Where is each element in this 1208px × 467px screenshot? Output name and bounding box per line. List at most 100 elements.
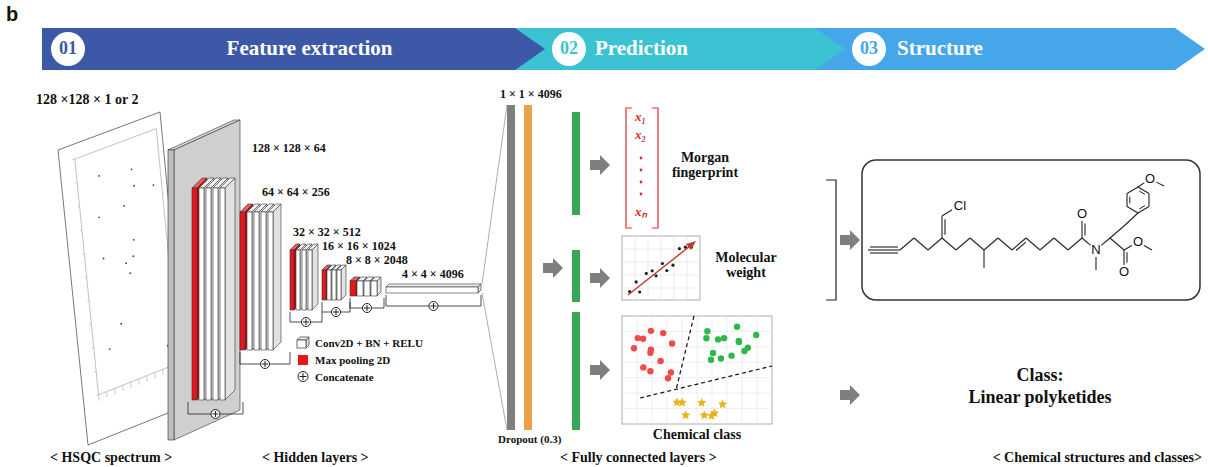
conv-layer [364,281,370,296]
scatter-plot [622,236,700,300]
concatenate-symbol [363,304,372,313]
chemical-bond [983,250,984,268]
atom-label: O [1145,172,1155,186]
data-point [651,269,654,272]
peak-dot [120,323,122,325]
peak-dot [98,216,100,218]
axis-tick [73,159,75,161]
chemical-bond [1156,182,1164,186]
legend: Conv2D + BN + RELUMax pooling 2DConcaten… [296,334,423,385]
conv-layer [220,188,225,400]
concatenate-symbol [302,318,311,327]
concatenate-symbol [367,305,368,311]
class-point [708,412,716,420]
axis-tick [122,385,124,391]
vector-element: xₙ [635,205,647,219]
stage-banner: 02Prediction [515,28,847,70]
conv-layer [254,212,259,350]
section-caption: < Hidden layers > [262,450,369,465]
chemical-bond [998,238,1012,250]
molecule-box [862,160,1200,300]
grid-line [648,236,649,300]
class-point [719,400,727,408]
grid-line [622,377,772,378]
chemical-bond [900,238,914,250]
stage-number: 03 [860,39,878,59]
peak-dot [132,255,134,257]
axis-tick [89,324,91,326]
output-name: Morgan fingerprint [662,150,748,181]
output-name: Molecular weight [705,250,787,281]
legend-swatch [296,353,310,366]
class-point [640,364,646,370]
conv-layer [327,270,331,300]
aromatic-bond [1139,191,1145,194]
chemical-bond [944,219,945,234]
grid-line [674,236,675,300]
zoom-line [482,105,507,284]
spectrum-sheet [58,112,188,445]
class-point [721,335,727,341]
axis-tick [106,392,108,398]
max-pooling-layer [192,188,197,400]
grid-line [712,316,713,424]
class-point [635,335,641,341]
data-point [665,269,668,272]
grid-line [622,249,700,250]
output-name: Chemical class [653,427,741,442]
legend-swatch [298,355,308,365]
class-point [710,350,716,356]
legend-item: Max pooling 2D [296,351,423,368]
grid-line [622,408,772,409]
chemical-bond [1026,238,1040,250]
legend-item: Conv2D + BN + RELU [296,334,423,351]
data-point [671,264,674,267]
fully-connected [482,105,580,430]
axis-tick [87,300,89,302]
conv-layer [261,212,266,350]
data-point [655,274,658,277]
chemical-bond [1148,194,1149,207]
class-point [648,328,654,334]
grid-line [637,316,638,424]
plot-frame [622,236,700,300]
vector-dot [640,157,643,160]
class-point [669,340,675,346]
conv-layer [336,265,341,300]
chemical-bond [1084,224,1085,236]
class-point [741,348,747,354]
fingerprint-vector [626,108,658,228]
vector-element: x₁ [635,110,646,124]
peak-dot [131,168,133,170]
conv-layer [357,281,363,296]
legend-cube [306,337,309,348]
output-layer [572,312,580,430]
axis-tick [162,369,164,375]
atom-label: N [1091,243,1100,257]
conv-layer [206,188,211,400]
conv-layer [252,204,260,350]
number-circle [51,32,85,66]
conv-layer [377,277,381,296]
panel-letter: b [6,3,18,25]
chemical-bond [1101,238,1110,245]
class-point [698,399,706,407]
conv-layer [302,250,306,310]
chemical-bond [1081,221,1082,238]
conv-layer [386,287,478,293]
layer-size: 128 × 128 × 64 [252,142,326,155]
block-arrow [590,155,610,175]
layer-size: 64 × 64 × 256 [262,186,330,199]
vector-element: x₂ [635,128,646,142]
concatenate-symbol [433,303,434,309]
stage-number: 02 [560,39,578,59]
bracket [826,180,836,300]
grid-line [667,316,668,424]
chevron [515,28,847,70]
chemical-bond [1040,238,1054,250]
concatenate-symbol [211,410,220,419]
block-arrow [840,230,860,250]
peak-dot [125,262,127,264]
layer-size: 32 × 32 × 512 [293,226,361,239]
